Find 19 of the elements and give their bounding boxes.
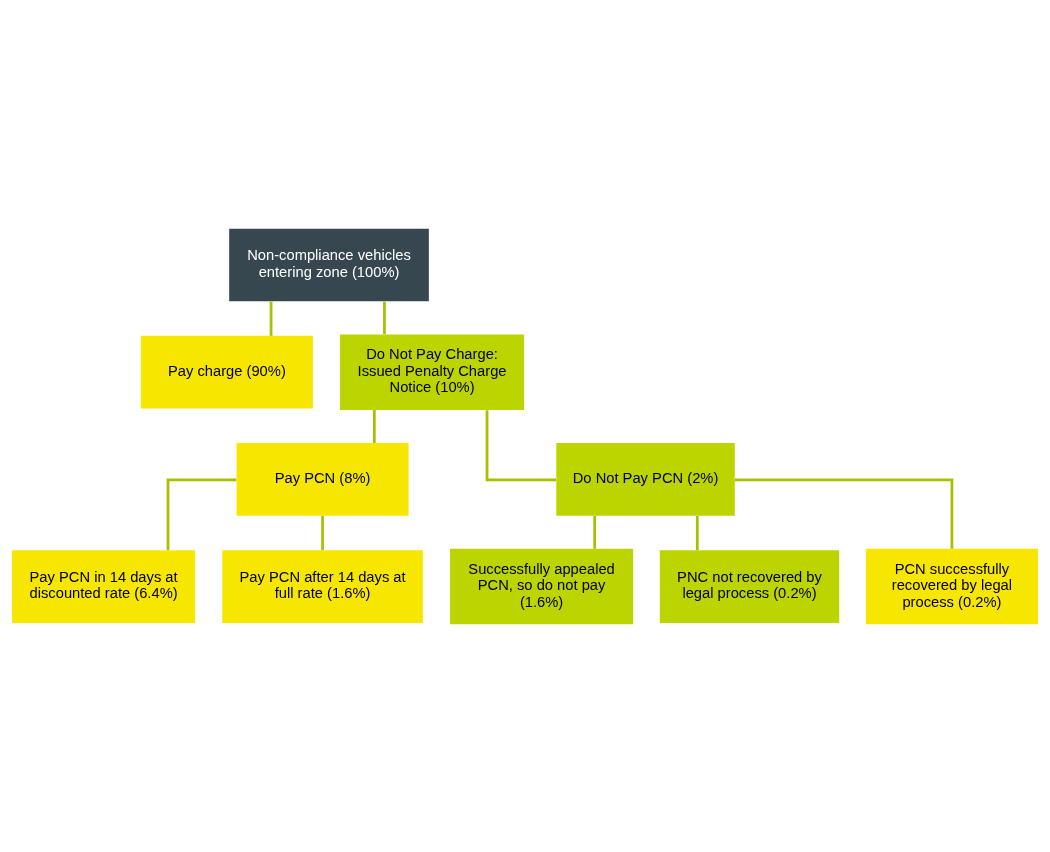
node-box: Do Not Pay PCN (2%) (556, 442, 735, 516)
connector (695, 515, 699, 550)
connector (372, 409, 376, 443)
node-box: PCN successfully recovered by legal process (0.2%) (865, 548, 1038, 624)
connector (383, 301, 386, 334)
connector (485, 409, 557, 481)
node-box: Pay charge (90%) (140, 335, 313, 409)
connector (321, 515, 324, 550)
connector (593, 515, 597, 549)
node-box: Do Not Pay Charge: Issued Penalty Charge Notice (10%) (340, 334, 525, 410)
node-box: Non-compliance vehicles entering zone (100%) (229, 228, 429, 301)
node-box: Pay PCN after 14 days at full rate (1.6%) (222, 549, 423, 623)
node-box: PNC not recovered by legal process (0.2%) (659, 549, 840, 623)
connector (734, 478, 954, 549)
node-box: Successfully appealed PCN, so do not pay (1.6%) (450, 548, 634, 624)
connector (166, 478, 237, 550)
node-box: Pay PCN (8%) (236, 442, 409, 516)
node-box: Pay PCN in 14 days at discounted rate (6.4%) (12, 549, 196, 623)
connector (269, 301, 273, 336)
